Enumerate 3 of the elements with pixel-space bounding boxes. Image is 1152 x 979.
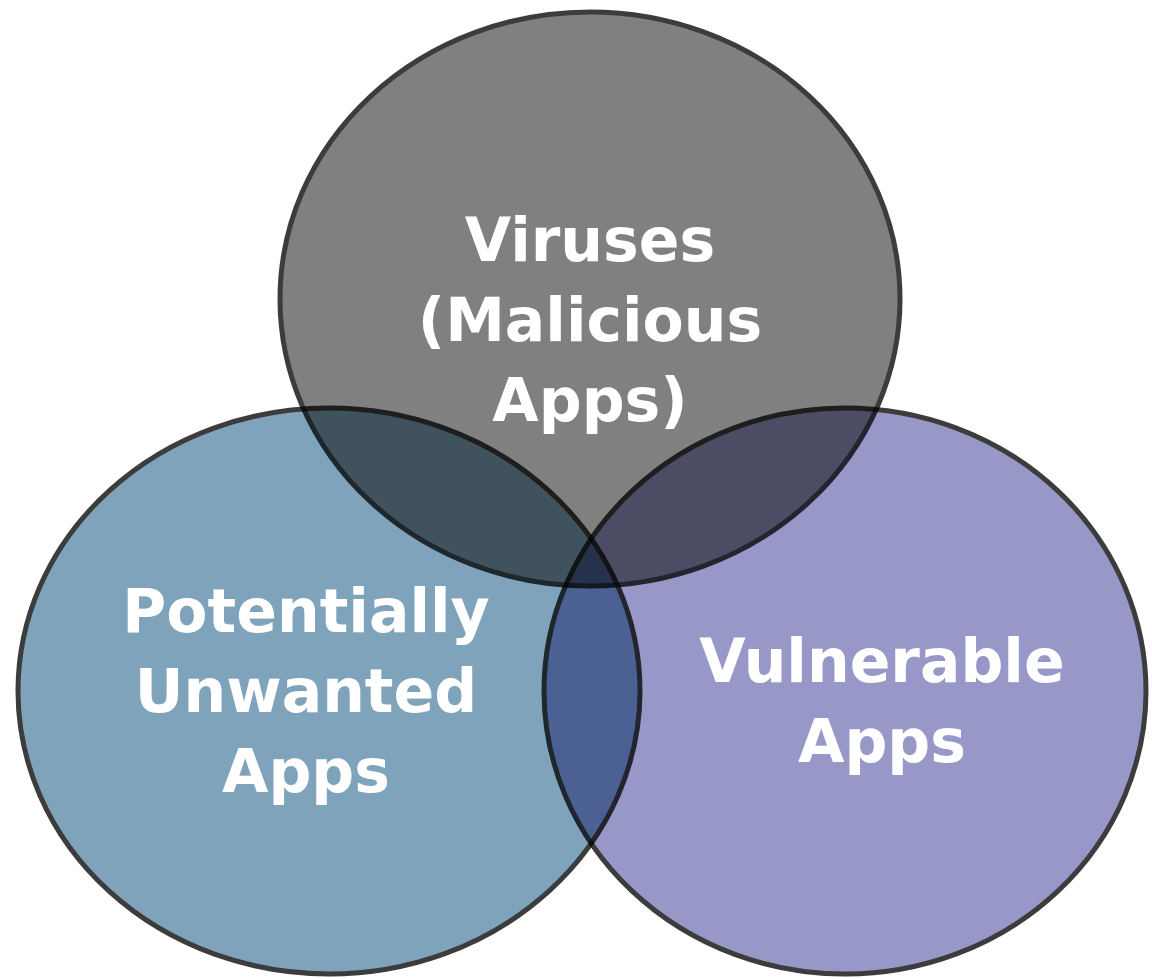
circle-label: Potentially Unwanted Apps bbox=[121, 575, 491, 808]
circle-label: Viruses (Malicious Apps) bbox=[416, 204, 764, 437]
circle-label: Vulnerable Apps bbox=[698, 625, 1066, 778]
